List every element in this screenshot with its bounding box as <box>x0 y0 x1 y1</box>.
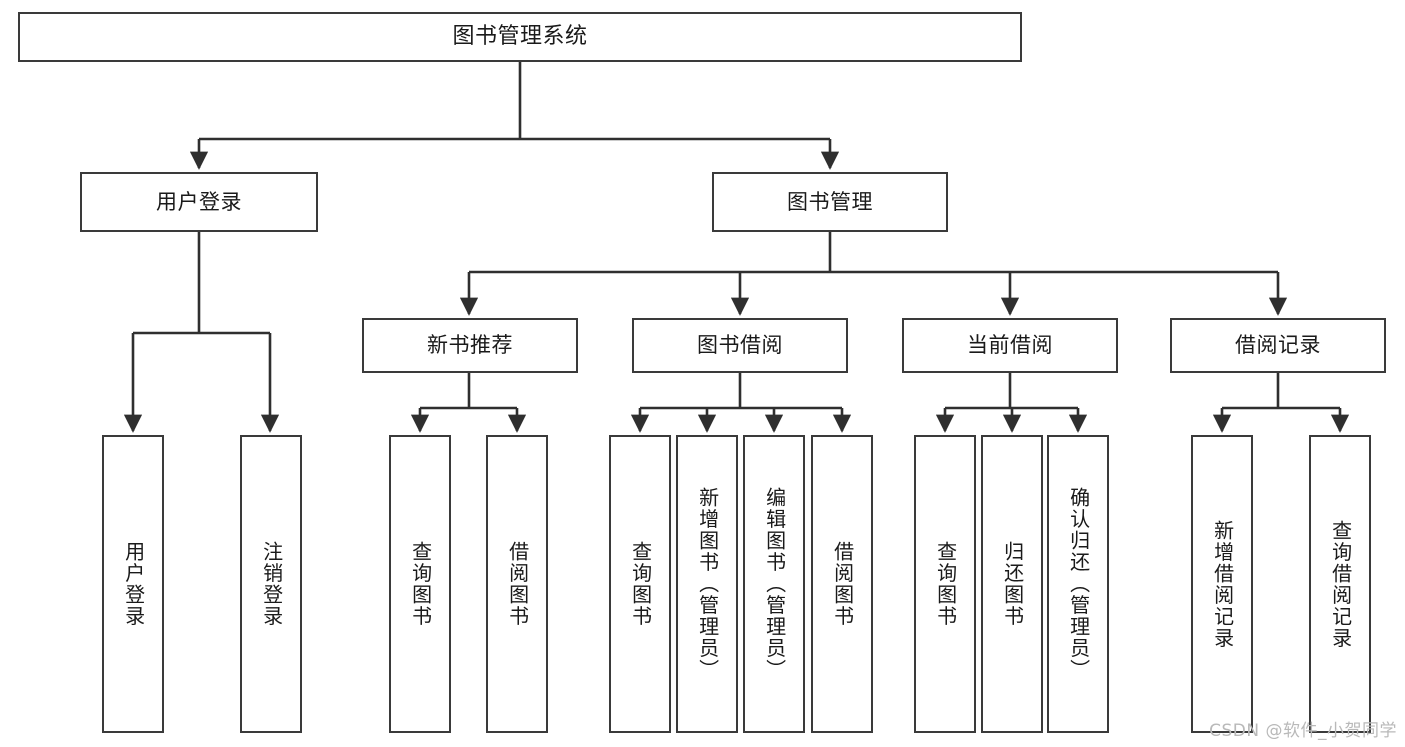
node-label: 注销登录 <box>259 541 284 627</box>
node-book-management[interactable]: 图书管理 <box>712 172 948 232</box>
node-label: 编辑图书（管理员） <box>762 487 787 681</box>
node-label: 图书管理系统 <box>452 24 588 50</box>
node-root-book-management-system[interactable]: 图书管理系统 <box>18 12 1022 62</box>
leaf-current-borrow-confirm-return-admin[interactable]: 确认归还（管理员） <box>1047 435 1109 733</box>
node-label: 借阅图书 <box>830 541 855 627</box>
node-label: 借阅记录 <box>1235 333 1321 358</box>
node-label: 新增借阅记录 <box>1210 519 1235 649</box>
node-user-login[interactable]: 用户登录 <box>80 172 318 232</box>
leaf-book-borrow-edit-book-admin[interactable]: 编辑图书（管理员） <box>743 435 805 733</box>
node-label: 当前借阅 <box>967 333 1053 358</box>
node-label: 图书借阅 <box>697 333 783 358</box>
node-book-borrow[interactable]: 图书借阅 <box>632 318 848 373</box>
node-label: 图书管理 <box>787 189 873 214</box>
node-label: 借阅图书 <box>505 541 530 627</box>
leaf-new-book-query-book[interactable]: 查询图书 <box>389 435 451 733</box>
leaf-current-borrow-query-book[interactable]: 查询图书 <box>914 435 976 733</box>
leaf-borrow-record-add-record[interactable]: 新增借阅记录 <box>1191 435 1253 733</box>
leaf-book-borrow-add-book-admin[interactable]: 新增图书（管理员） <box>676 435 738 733</box>
leaf-book-borrow-query-book[interactable]: 查询图书 <box>609 435 671 733</box>
node-label: 查询图书 <box>933 541 958 627</box>
leaf-user-login-login[interactable]: 用户登录 <box>102 435 164 733</box>
node-borrow-record[interactable]: 借阅记录 <box>1170 318 1386 373</box>
node-new-book-recommend[interactable]: 新书推荐 <box>362 318 578 373</box>
leaf-user-login-logout[interactable]: 注销登录 <box>240 435 302 733</box>
node-label: 新增图书（管理员） <box>695 487 720 681</box>
node-current-borrow[interactable]: 当前借阅 <box>902 318 1118 373</box>
csdn-watermark: CSDN @软件_小贺同学 <box>1209 721 1397 741</box>
node-label: 新书推荐 <box>427 333 513 358</box>
node-label: 归还图书 <box>1000 541 1025 627</box>
node-label: 用户登录 <box>121 541 146 627</box>
node-label: 确认归还（管理员） <box>1066 487 1091 681</box>
leaf-current-borrow-return-book[interactable]: 归还图书 <box>981 435 1043 733</box>
node-label: 查询图书 <box>408 541 433 627</box>
node-label: 用户登录 <box>156 189 242 214</box>
node-label: 查询图书 <box>628 541 653 627</box>
leaf-book-borrow-borrow-book[interactable]: 借阅图书 <box>811 435 873 733</box>
leaf-new-book-borrow-book[interactable]: 借阅图书 <box>486 435 548 733</box>
leaf-borrow-record-query-record[interactable]: 查询借阅记录 <box>1309 435 1371 733</box>
node-label: 查询借阅记录 <box>1328 519 1353 649</box>
